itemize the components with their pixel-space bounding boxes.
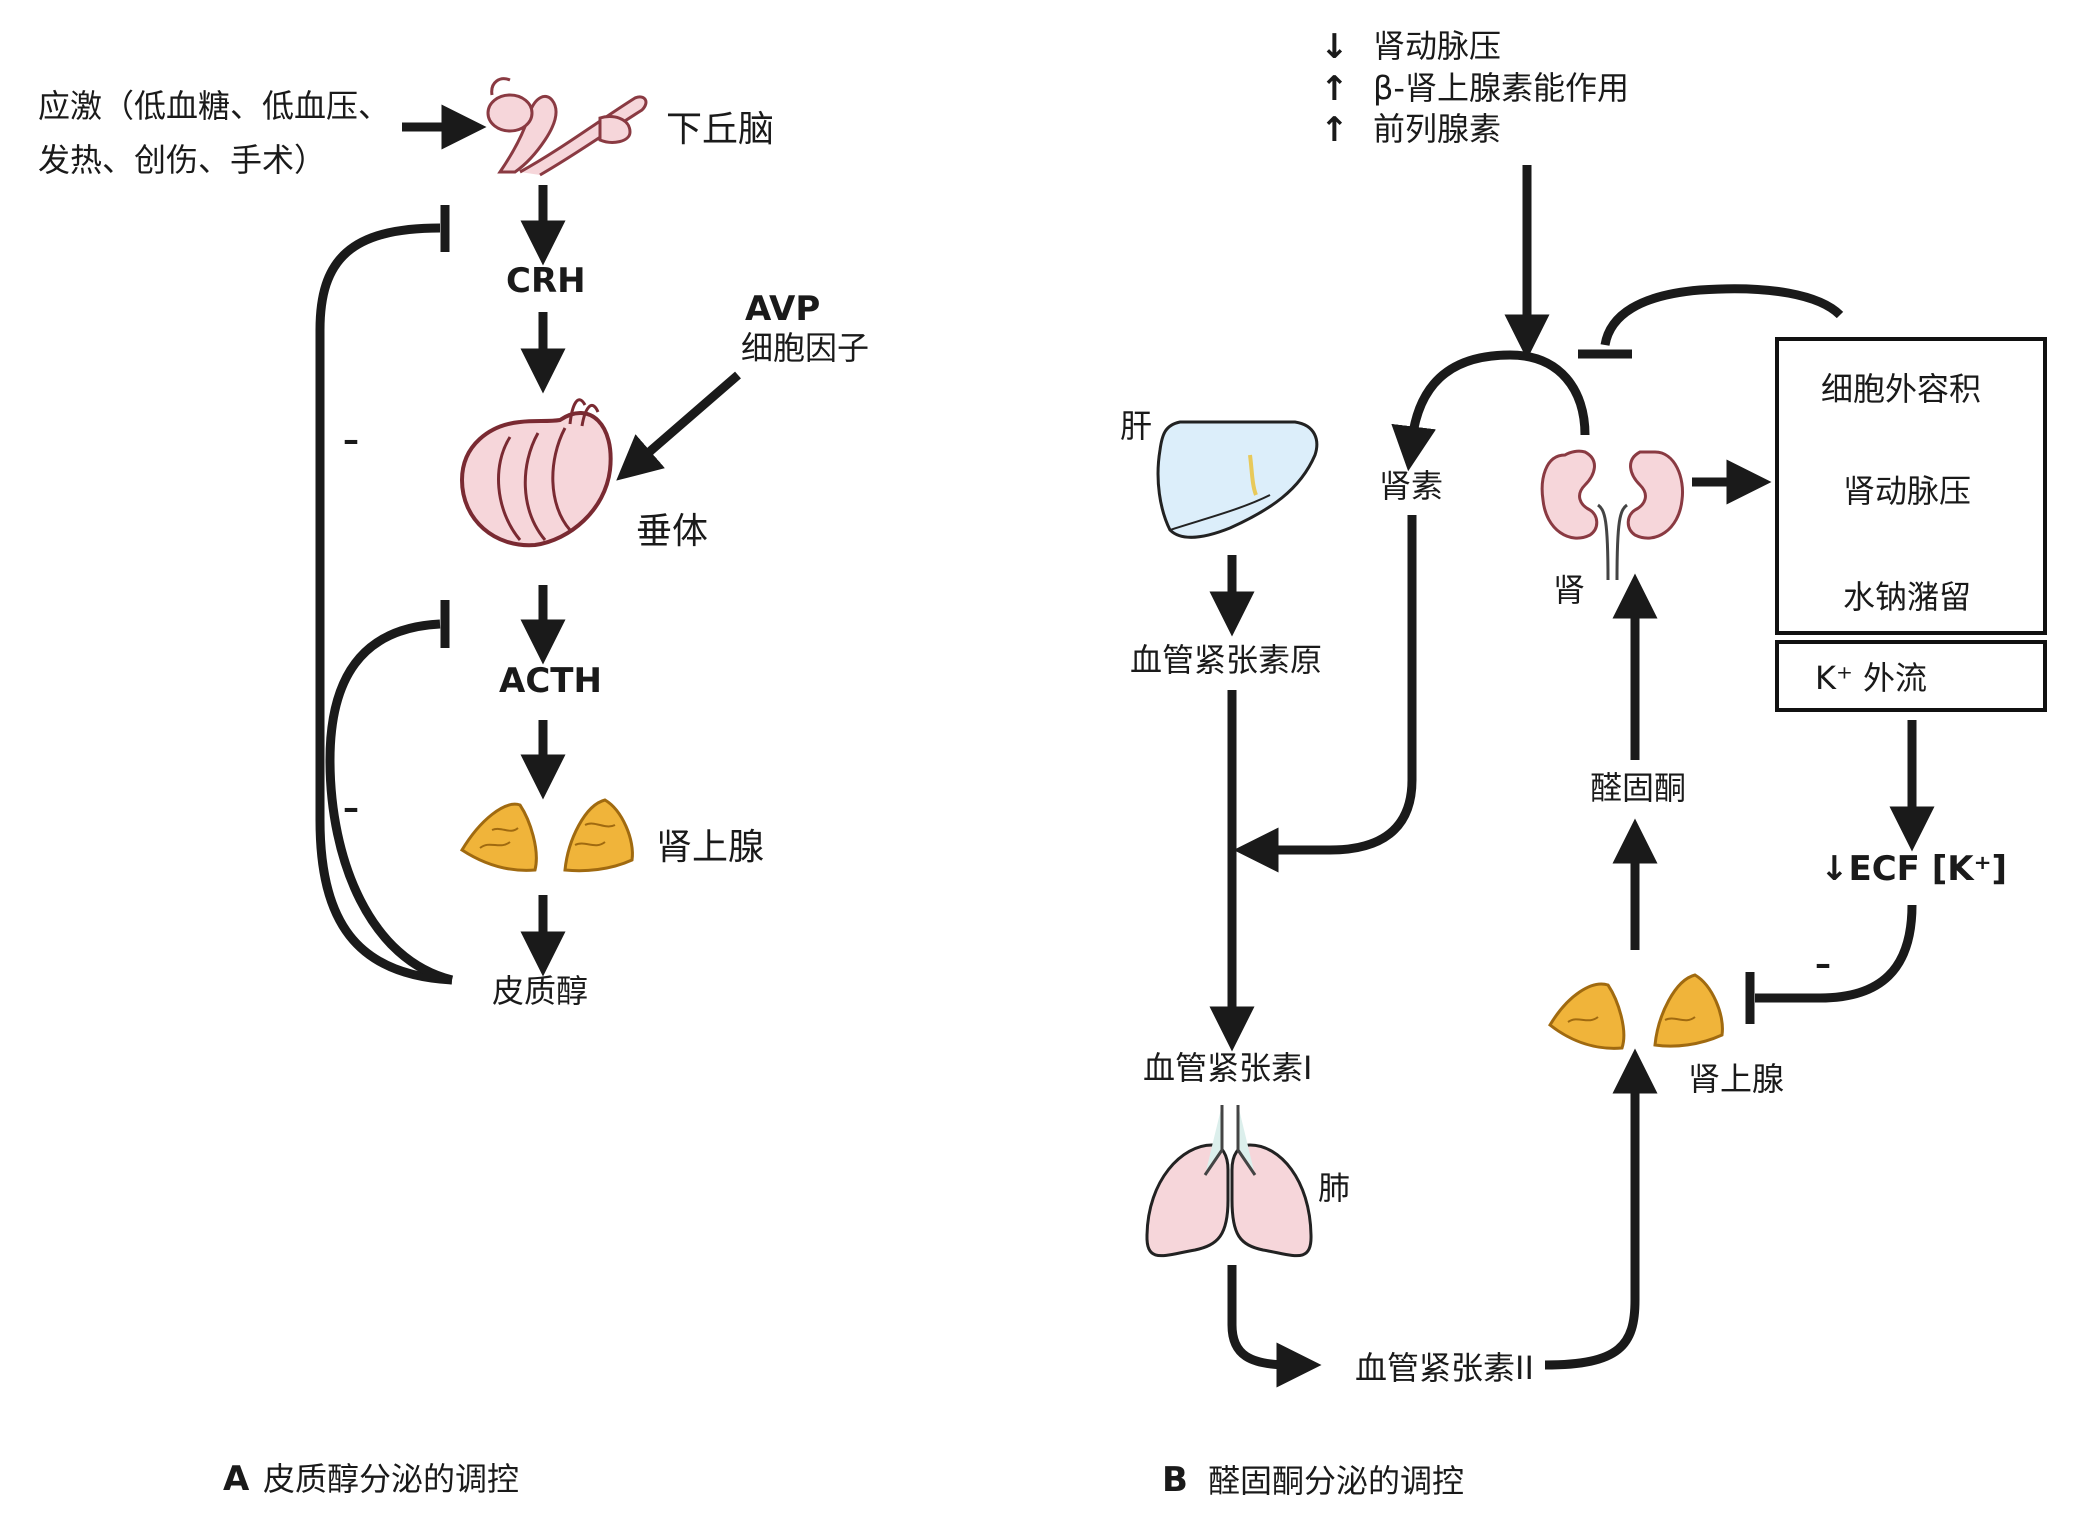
box-item-renal-arterial-pressure: 肾动脉压: [1843, 472, 1972, 510]
liver-label: 肝: [1120, 407, 1153, 445]
crh-label: CRH: [506, 261, 586, 301]
pituitary-icon: [459, 398, 613, 548]
hypothalamus-label: 下丘脑: [666, 109, 775, 150]
minus-sign-outer: –: [343, 421, 359, 459]
adrenal-label-a: 肾上腺: [656, 827, 765, 868]
caption-a: 皮质醇分泌的调控: [263, 1460, 520, 1498]
kidney-icon: [1540, 449, 1685, 581]
k-efflux-label: K⁺ 外流: [1815, 659, 1928, 697]
stimulus-label-line1: 应激（低血糖、低血压、: [38, 87, 391, 125]
pituitary-label: 垂体: [636, 511, 709, 552]
angiotensin2-label: 血管紧张素II: [1355, 1349, 1534, 1387]
ecf-k-label: ↓ECF [K⁺]: [1820, 849, 2008, 889]
panel-a-graphics: [315, 77, 741, 985]
factor1-arrow: ↓: [1320, 27, 1349, 67]
caption-letter-a: A: [223, 1459, 250, 1499]
box-item-extracellular-volume: 细胞外容积: [1821, 370, 1982, 408]
angiotensin1-label: 血管紧张素I: [1143, 1049, 1313, 1087]
aldosterone-label: 醛固酮: [1590, 769, 1687, 807]
acth-label: ACTH: [499, 661, 602, 701]
k-efflux-box: K⁺ 外流: [1775, 640, 2047, 712]
adrenal-icon: [459, 798, 634, 873]
adrenal-icon: [1548, 973, 1724, 1050]
kidney-label: 肾: [1553, 571, 1586, 609]
factor3-arrow: ↑: [1320, 110, 1349, 150]
minus-sign-b: –: [1815, 945, 1831, 983]
caption-letter-b: B: [1162, 1460, 1188, 1500]
angiotensinogen-label: 血管紧张素原: [1130, 641, 1323, 679]
factor1-label: 肾动脉压: [1373, 27, 1502, 65]
renin-label: 肾素: [1379, 467, 1444, 505]
lung-label: 肺: [1318, 1169, 1351, 1207]
cytokines-label: 细胞因子: [741, 329, 870, 367]
lung-icon: [1145, 1105, 1313, 1258]
adrenal-label-b: 肾上腺: [1688, 1060, 1785, 1098]
factor2-label: β-肾上腺素能作用: [1373, 69, 1629, 107]
liver-icon: [1156, 420, 1319, 539]
hypothalamus-icon: [486, 77, 648, 177]
factor2-arrow: ↑: [1320, 69, 1349, 109]
caption-b: 醛固酮分泌的调控: [1208, 1462, 1465, 1500]
stimulus-label-line2: 发热、创伤、手术）: [38, 141, 327, 179]
avp-label: AVP: [745, 289, 821, 329]
box-item-water-sodium-retention: 水钠潴留: [1843, 578, 1972, 616]
effects-box: 细胞外容积 肾动脉压 水钠潴留: [1775, 337, 2047, 635]
minus-sign-inner: –: [343, 789, 359, 827]
panel-b-graphics: [1145, 165, 1935, 1388]
factor3-label: 前列腺素: [1373, 110, 1502, 148]
cortisol-label: 皮质醇: [492, 972, 589, 1010]
